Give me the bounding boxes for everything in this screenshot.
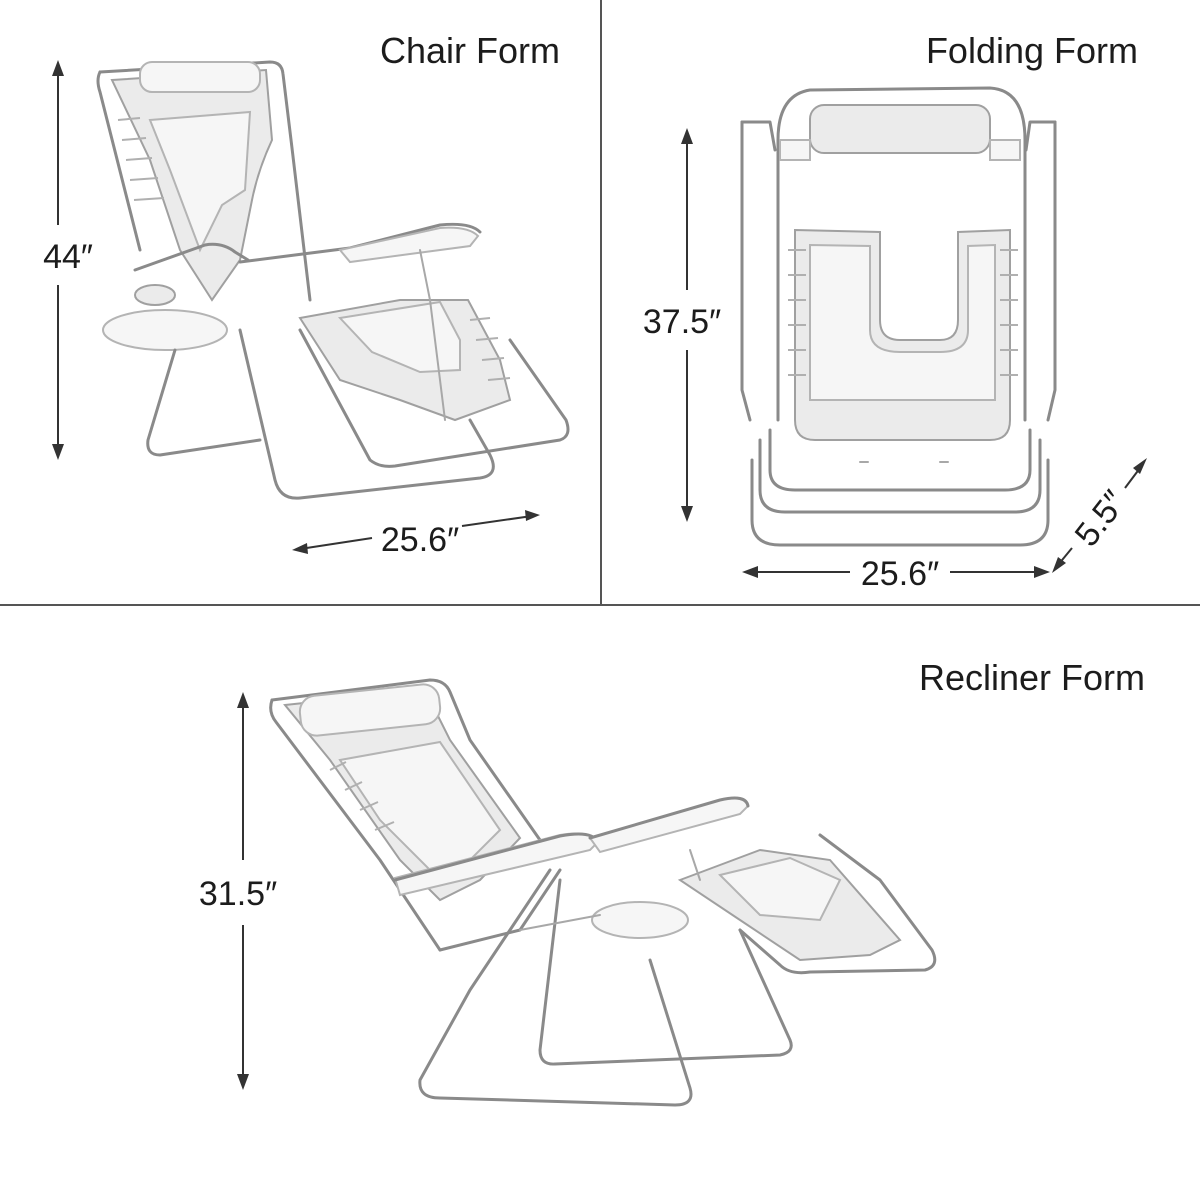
chair-form-panel: Chair Form 44″ 25.6″ bbox=[43, 30, 570, 559]
recliner-height-dimension: 31.5″ bbox=[199, 692, 277, 1090]
chair-form-illustration bbox=[96, 60, 570, 500]
folding-form-illustration bbox=[740, 86, 1057, 547]
recliner-form-illustration bbox=[269, 678, 937, 1107]
chair-width-label: 25.6″ bbox=[381, 521, 459, 559]
folding-form-panel: Folding Form 37.5″ 25.6″ 5.5″ bbox=[643, 30, 1147, 593]
recliner-form-title: Recliner Form bbox=[919, 657, 1145, 698]
recliner-height-label: 31.5″ bbox=[199, 875, 277, 913]
folding-width-label: 25.6″ bbox=[861, 555, 939, 593]
folding-width-dimension: 25.6″ bbox=[742, 555, 1050, 593]
chair-form-title: Chair Form bbox=[380, 30, 560, 71]
folding-form-title: Folding Form bbox=[926, 30, 1138, 71]
chair-width-dimension: 25.6″ bbox=[292, 510, 540, 559]
chair-height-label: 44″ bbox=[43, 238, 93, 276]
chair-height-dimension: 44″ bbox=[43, 60, 93, 460]
folding-depth-label: 5.5″ bbox=[1068, 484, 1134, 554]
recliner-form-panel: Recliner Form 31.5″ bbox=[199, 657, 1145, 1107]
folding-height-label: 37.5″ bbox=[643, 303, 721, 341]
folding-depth-dimension: 5.5″ bbox=[1052, 458, 1147, 573]
folding-height-dimension: 37.5″ bbox=[643, 128, 721, 522]
